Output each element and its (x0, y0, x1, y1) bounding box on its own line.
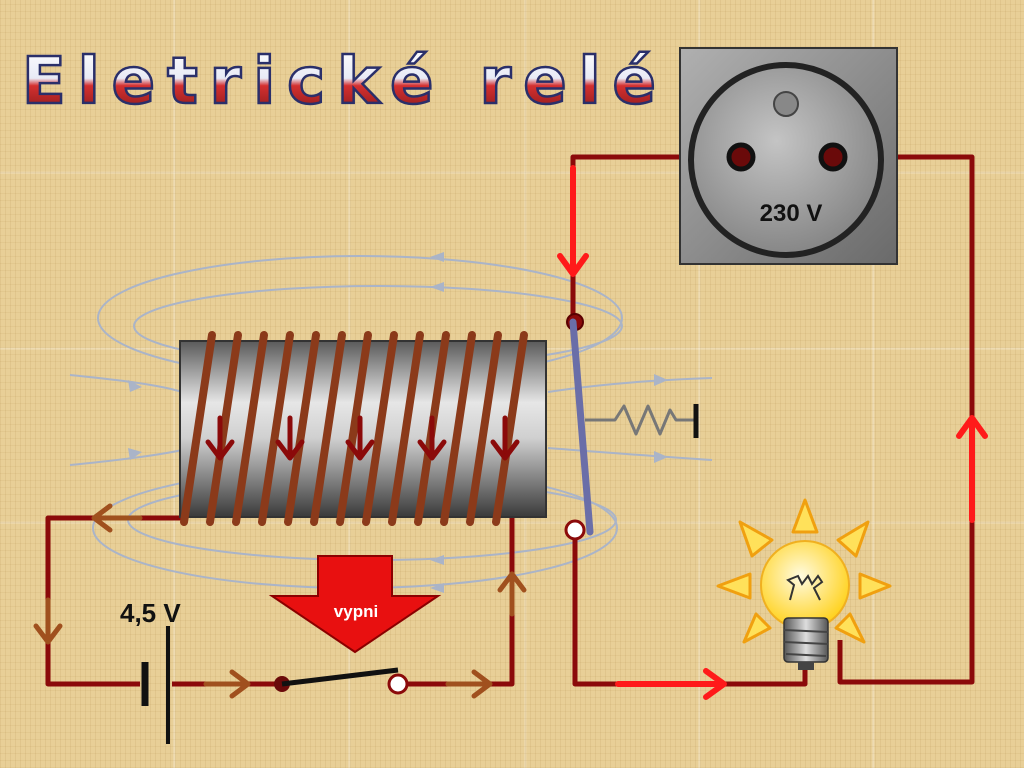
switch-off-label: vypni (334, 602, 378, 621)
bulb-icon (716, 498, 892, 670)
relay-contact-bottom (564, 519, 586, 541)
battery-icon (141, 626, 170, 744)
relay-armature (569, 318, 594, 536)
coil-current-arrows (205, 415, 520, 461)
coil-windings (180, 331, 528, 526)
page-title: Eletrické relé (22, 45, 668, 119)
switch-off-arrow (268, 555, 442, 654)
socket-icon (679, 47, 898, 265)
mains-current-arrows (557, 165, 988, 700)
spring-icon (585, 404, 699, 438)
socket-voltage-label: 230 V (760, 200, 823, 227)
control-current-arrows (33, 503, 527, 699)
battery-voltage-label: 4,5 V (120, 598, 181, 628)
switch-icon[interactable] (274, 667, 409, 695)
